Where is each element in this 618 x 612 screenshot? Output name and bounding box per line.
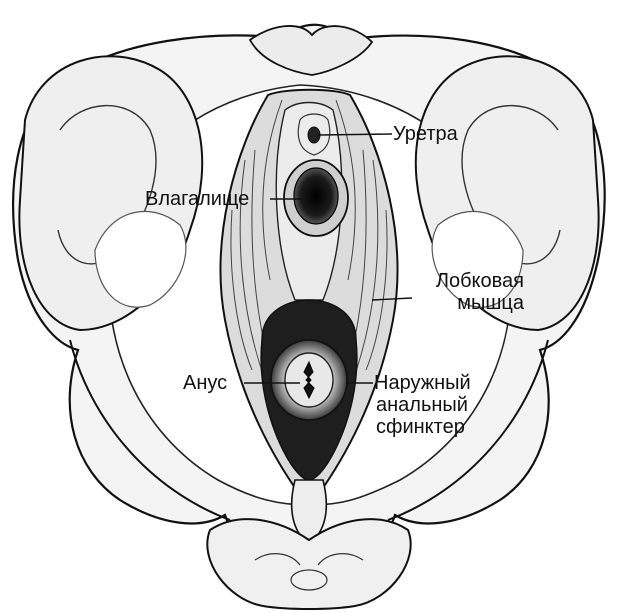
label-sphincter-line2: анальный [374,394,471,416]
label-pubic-muscle-line2: мышца [412,292,524,314]
leader-urethra [318,134,392,135]
label-pubic-muscle: Лобковая мышца [412,270,524,314]
vagina-opening [294,168,338,224]
label-sphincter: Наружный анальный сфинктер [374,372,471,438]
label-pubic-muscle-line1: Лобковая [412,270,524,292]
label-sphincter-line1: Наружный [374,372,471,394]
label-anus: Анус [183,372,227,394]
label-urethra: Уретра [393,123,458,145]
label-vagina: Влагалище [145,188,249,210]
label-sphincter-line3: сфинктер [374,416,471,438]
